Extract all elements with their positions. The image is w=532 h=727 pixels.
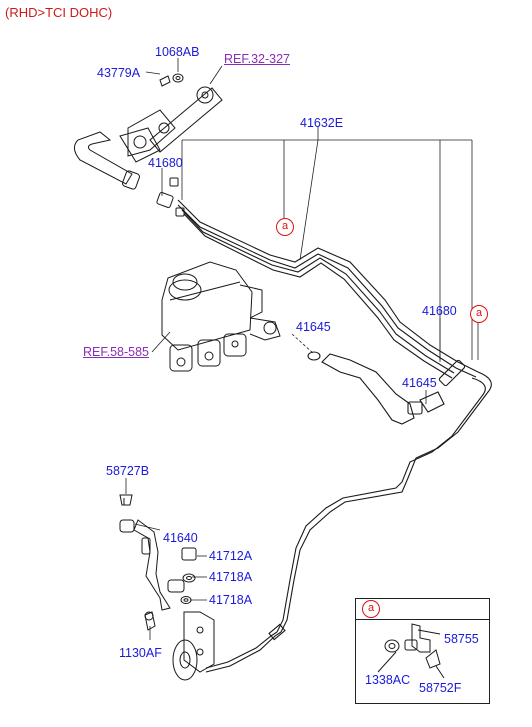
part-label-41640[interactable]: 41640 [163,531,198,545]
part-label-41712A[interactable]: 41712A [209,549,253,563]
part-label-41645-mid[interactable]: 41645 [296,320,331,334]
part-label-43779A[interactable]: 43779A [97,66,141,80]
detail-box-a: a [355,598,490,704]
ref-link-58-585[interactable]: REF.58-585 [83,345,150,359]
clutch-release-cylinder [119,494,215,681]
diagram-title: (RHD>TCI DOHC) [5,5,113,20]
part-label-41632E[interactable]: 41632E [300,116,344,130]
callout-a-right[interactable]: a [470,305,488,323]
part-label-58755[interactable]: 58755 [444,632,479,646]
detail-box-header: a [356,599,489,620]
leader-lines [125,58,479,640]
part-label-41645-right[interactable]: 41645 [402,376,437,390]
part-label-1068AB[interactable]: 1068AB [155,45,200,59]
part-label-58752F[interactable]: 58752F [419,681,462,695]
part-label-1338AC[interactable]: 1338AC [365,673,411,687]
callout-a-detail[interactable]: a [362,600,380,618]
part-label-41680-right[interactable]: 41680 [422,304,457,318]
part-label-58727B[interactable]: 58727B [106,464,150,478]
hose-41645 [307,351,466,425]
detail-parts [377,623,445,679]
part-label-41718A-2[interactable]: 41718A [209,593,253,607]
callout-a-left[interactable]: a [276,218,294,236]
clutch-master-assembly [74,73,223,217]
part-label-1130AF[interactable]: 1130AF [119,646,162,660]
part-label-41718A-1[interactable]: 41718A [209,570,253,584]
part-label-41680-top[interactable]: 41680 [148,156,183,170]
brake-line-lower [205,371,492,673]
ref-link-32-327[interactable]: REF.32-327 [224,52,291,66]
brake-master-cylinder [161,261,281,372]
brake-pipe-bundle [177,199,479,379]
